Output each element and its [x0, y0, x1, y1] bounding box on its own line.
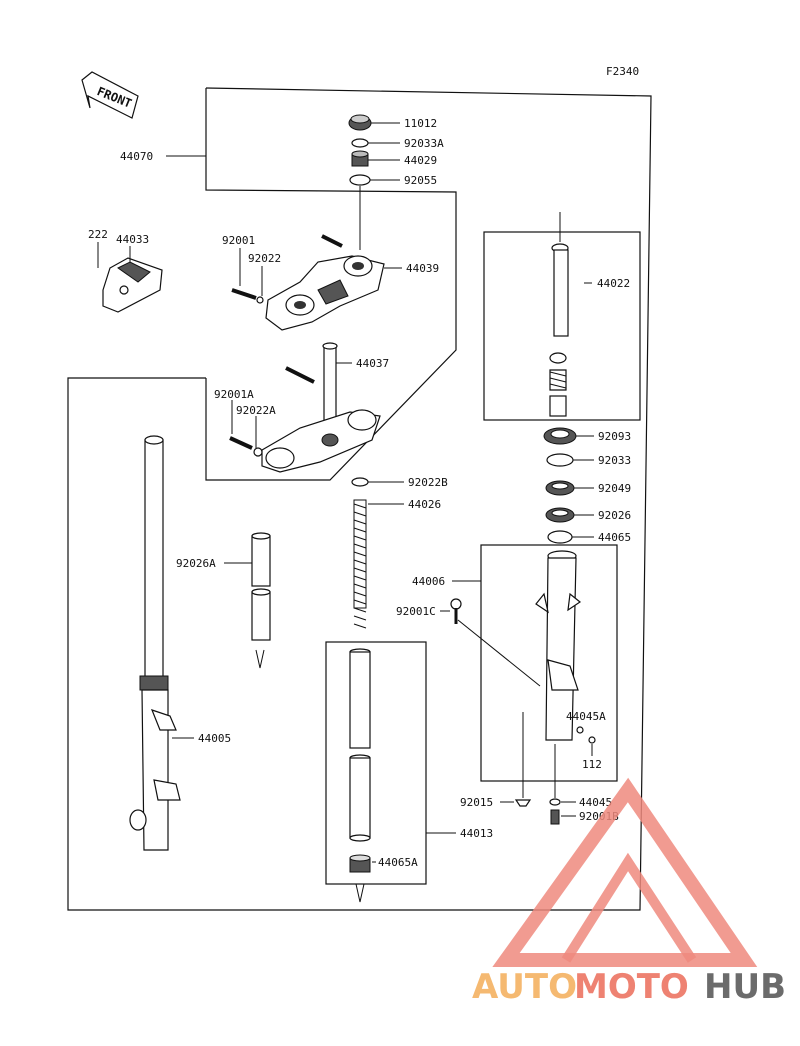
label-92033: 92033	[598, 454, 631, 467]
spacer-92026A	[251, 532, 271, 669]
washer-92015	[514, 799, 532, 807]
label-44045: 44045	[579, 796, 612, 809]
oring-92055	[349, 174, 371, 186]
clip-92033	[546, 453, 574, 467]
damper-44013	[349, 648, 371, 842]
washer-92022B	[351, 477, 369, 487]
oring-92026	[545, 507, 575, 523]
label-92055: 92055	[404, 174, 437, 187]
label-11012: 11012	[404, 117, 437, 130]
fork-tube-44005	[129, 435, 181, 851]
steering-group-frame	[205, 88, 457, 481]
label-112: 112	[582, 758, 602, 771]
bolt-upper	[321, 234, 343, 248]
label-222: 222	[88, 228, 108, 241]
outer-frame	[67, 87, 652, 911]
label-44013: 44013	[460, 827, 493, 840]
label-92001C: 92001C	[396, 605, 436, 618]
cartridge-box	[483, 231, 641, 421]
bolt-92001	[231, 288, 264, 304]
bolt-92001C	[450, 598, 462, 624]
damper-box	[325, 641, 427, 885]
label-44045A: 44045A	[566, 710, 606, 723]
bolt-92001B	[550, 809, 560, 825]
oring-92033A	[351, 138, 369, 148]
cartridge-44022	[549, 212, 569, 417]
watermark-hub: HUB	[704, 967, 786, 1007]
washer-92049	[545, 480, 575, 496]
label-92015: 92015	[460, 796, 493, 809]
label-44005: 44005	[198, 732, 231, 745]
label-92001A: 92001A	[214, 388, 254, 401]
label-44029: 44029	[404, 154, 437, 167]
label-44006: 44006	[412, 575, 445, 588]
label-44065A: 44065A	[378, 856, 418, 869]
label-92022A: 92022A	[236, 404, 276, 417]
label-92001: 92001	[222, 234, 255, 247]
label-92033A: 92033A	[404, 137, 444, 150]
fork-leg-44006	[535, 550, 582, 741]
bushing-44065	[547, 530, 573, 544]
label-44022: 44022	[597, 277, 630, 290]
label-44039: 44039	[406, 262, 439, 275]
label-92026A: 92026A	[176, 557, 216, 570]
label-44065: 44065	[598, 531, 631, 544]
stem-44037	[261, 342, 381, 473]
washer-44045	[549, 798, 561, 806]
watermark-moto: MOTO	[574, 967, 689, 1007]
clamp-44033	[102, 257, 163, 313]
watermark-logo: AUTO MOTO HUB	[472, 777, 786, 1007]
label-44037: 44037	[356, 357, 389, 370]
left-leg-box	[480, 544, 618, 782]
nut-44029	[351, 150, 369, 167]
label-92022: 92022	[248, 252, 281, 265]
upper-bracket-44039	[265, 255, 385, 331]
label-92049: 92049	[598, 482, 631, 495]
label-44033: 44033	[116, 233, 149, 246]
label-44026: 44026	[408, 498, 441, 511]
spring-44026	[353, 499, 367, 629]
bushing-44065A	[349, 854, 371, 873]
bolt-44045A	[576, 726, 584, 734]
watermark-auto: AUTO	[472, 967, 577, 1007]
seal-92093	[543, 427, 577, 445]
label-44070: 44070	[120, 150, 153, 163]
front-arrow-icon: FRONT	[81, 71, 139, 119]
figure-code: F2340	[606, 65, 639, 78]
bolt-92001A	[229, 436, 263, 457]
bolt-lower	[285, 366, 315, 384]
label-92026: 92026	[598, 509, 631, 522]
label-92093: 92093	[598, 430, 631, 443]
screw-112	[588, 736, 596, 744]
label-92022B: 92022B	[408, 476, 448, 489]
cap-11012	[348, 114, 372, 131]
